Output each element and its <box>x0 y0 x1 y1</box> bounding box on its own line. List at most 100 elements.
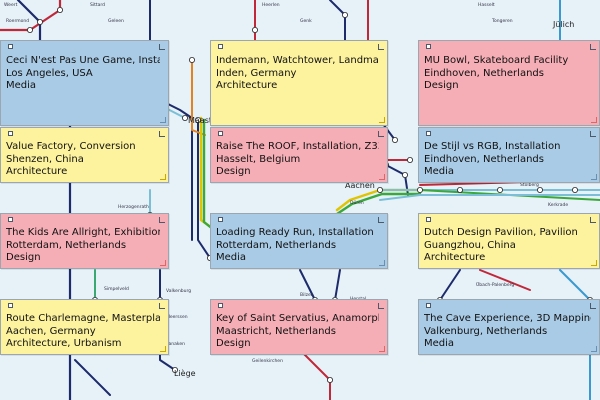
card-title: De Stijl vs RGB, Installation <box>424 141 561 152</box>
card-resize-handle-icon[interactable] <box>591 260 597 266</box>
station-label: Sittard <box>90 2 105 8</box>
station-marker[interactable] <box>391 136 398 143</box>
card-close-box-icon[interactable] <box>426 44 431 49</box>
card-title: Loading Ready Run, Installation <box>216 227 374 238</box>
card-close-box-icon[interactable] <box>218 217 223 222</box>
card-discipline: Media <box>424 166 455 177</box>
card-discipline: Media <box>6 80 37 91</box>
station-label: Geleen <box>108 18 124 24</box>
station-marker[interactable] <box>171 366 178 373</box>
station-marker[interactable] <box>537 186 544 193</box>
card-resize-handle-icon[interactable] <box>379 117 385 123</box>
card-title: Dutch Design Pavilion, Pavilion <box>424 227 578 238</box>
station-marker[interactable] <box>188 57 195 64</box>
card-title: Key of Saint Servatius, Anamorphose <box>216 313 379 324</box>
card-zoom-box-icon[interactable] <box>158 217 165 224</box>
card-zoom-box-icon[interactable] <box>377 131 384 138</box>
station-label: Genk <box>300 18 312 24</box>
card-zoom-box-icon[interactable] <box>589 217 596 224</box>
card-discipline: Media <box>424 338 455 349</box>
card-close-box-icon[interactable] <box>8 44 13 49</box>
card-resize-handle-icon[interactable] <box>160 117 166 123</box>
card-title: The Kids Are Allright, Exhibition <box>6 227 160 238</box>
card-discipline: Architecture <box>6 166 68 177</box>
station-marker[interactable] <box>456 186 463 193</box>
station-marker[interactable] <box>572 186 579 193</box>
card-resize-handle-icon[interactable] <box>379 346 385 352</box>
project-card-ceci[interactable]: Ceci N'est Pas Une Game, InstallationLos… <box>0 40 169 126</box>
card-resize-handle-icon[interactable] <box>591 117 597 123</box>
card-close-box-icon[interactable] <box>218 303 223 308</box>
card-close-box-icon[interactable] <box>218 131 223 136</box>
card-location: Maastricht, Netherlands <box>216 325 336 337</box>
card-zoom-box-icon[interactable] <box>158 303 165 310</box>
card-close-box-icon[interactable] <box>8 303 13 308</box>
card-zoom-box-icon[interactable] <box>377 217 384 224</box>
card-close-box-icon[interactable] <box>218 44 223 49</box>
card-discipline: Design <box>216 166 251 177</box>
station-label: Roermond <box>6 18 29 24</box>
card-resize-handle-icon[interactable] <box>160 346 166 352</box>
rail-line <box>299 269 316 301</box>
project-card-servatius[interactable]: Key of Saint Servatius, AnamorphoseMaast… <box>210 299 388 355</box>
station-label: Geilenkirchen <box>252 358 283 364</box>
city-label: Maastricht <box>188 116 230 125</box>
station-marker[interactable] <box>326 376 333 383</box>
station-marker[interactable] <box>496 186 503 193</box>
station-marker[interactable] <box>401 171 408 178</box>
card-close-box-icon[interactable] <box>426 217 431 222</box>
card-resize-handle-icon[interactable] <box>591 174 597 180</box>
card-close-box-icon[interactable] <box>426 131 431 136</box>
card-close-box-icon[interactable] <box>426 303 431 308</box>
station-marker[interactable] <box>57 7 64 13</box>
card-resize-handle-icon[interactable] <box>160 260 166 266</box>
card-discipline: Architecture <box>216 80 278 91</box>
card-zoom-box-icon[interactable] <box>158 131 165 138</box>
station-label: Lanaken <box>166 341 185 347</box>
card-zoom-box-icon[interactable] <box>377 44 384 51</box>
card-zoom-box-icon[interactable] <box>589 303 596 310</box>
station-marker[interactable] <box>194 117 201 124</box>
station-label: Valkenburg <box>166 288 191 294</box>
station-marker[interactable] <box>341 11 348 18</box>
card-zoom-box-icon[interactable] <box>589 131 596 138</box>
card-discipline: Design <box>216 338 251 349</box>
station-marker[interactable] <box>376 186 383 193</box>
card-close-box-icon[interactable] <box>8 131 13 136</box>
card-discipline: Architecture, Urbanism <box>6 338 122 349</box>
station-marker[interactable] <box>37 18 44 25</box>
card-resize-handle-icon[interactable] <box>160 174 166 180</box>
card-close-box-icon[interactable] <box>8 217 13 222</box>
station-marker[interactable] <box>251 26 258 33</box>
card-title: Ceci N'est Pas Une Game, Installation <box>6 55 160 66</box>
card-resize-handle-icon[interactable] <box>379 174 385 180</box>
card-location: Rotterdam, Netherlands <box>216 239 337 251</box>
card-resize-handle-icon[interactable] <box>591 346 597 352</box>
rail-line <box>329 0 346 41</box>
station-marker[interactable] <box>416 186 423 193</box>
card-title: Value Factory, Conversion <box>6 141 136 152</box>
card-zoom-box-icon[interactable] <box>589 44 596 51</box>
card-zoom-box-icon[interactable] <box>158 44 165 51</box>
card-location: Eindhoven, Netherlands <box>424 153 544 165</box>
card-resize-handle-icon[interactable] <box>379 260 385 266</box>
station-marker[interactable] <box>406 156 413 163</box>
card-location: Los Angeles, USA <box>6 67 93 79</box>
station-marker[interactable] <box>181 115 188 122</box>
station-marker[interactable] <box>26 26 33 33</box>
station-label: Kerkrade <box>548 202 568 208</box>
card-zoom-box-icon[interactable] <box>377 303 384 310</box>
rail-line <box>0 0 62 32</box>
station-label: Übach-Palenberg <box>476 281 514 288</box>
